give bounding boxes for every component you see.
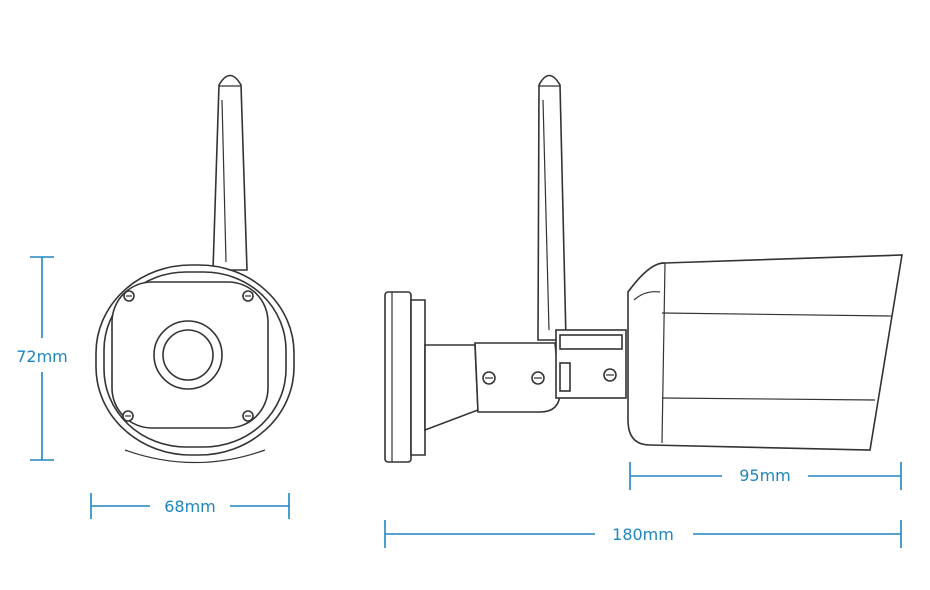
side-view bbox=[384, 74, 903, 463]
mount-arm bbox=[424, 342, 561, 432]
camera-body bbox=[627, 254, 903, 451]
front-view bbox=[95, 74, 295, 464]
front-screws bbox=[122, 290, 254, 422]
mount-joint bbox=[555, 329, 627, 399]
length-label: 180mm bbox=[612, 525, 674, 544]
height-label: 72mm bbox=[16, 347, 68, 366]
side-antenna bbox=[537, 74, 567, 341]
lens-section-label: 95mm bbox=[739, 466, 791, 485]
front-antenna bbox=[212, 74, 248, 271]
front-housing-bottom bbox=[124, 449, 266, 464]
dimension-lines: 72mm 68mm 95mm 180mm bbox=[16, 256, 902, 548]
lens bbox=[153, 320, 223, 390]
width-label: 68mm bbox=[164, 497, 216, 516]
wall-mount-plate bbox=[384, 291, 426, 463]
